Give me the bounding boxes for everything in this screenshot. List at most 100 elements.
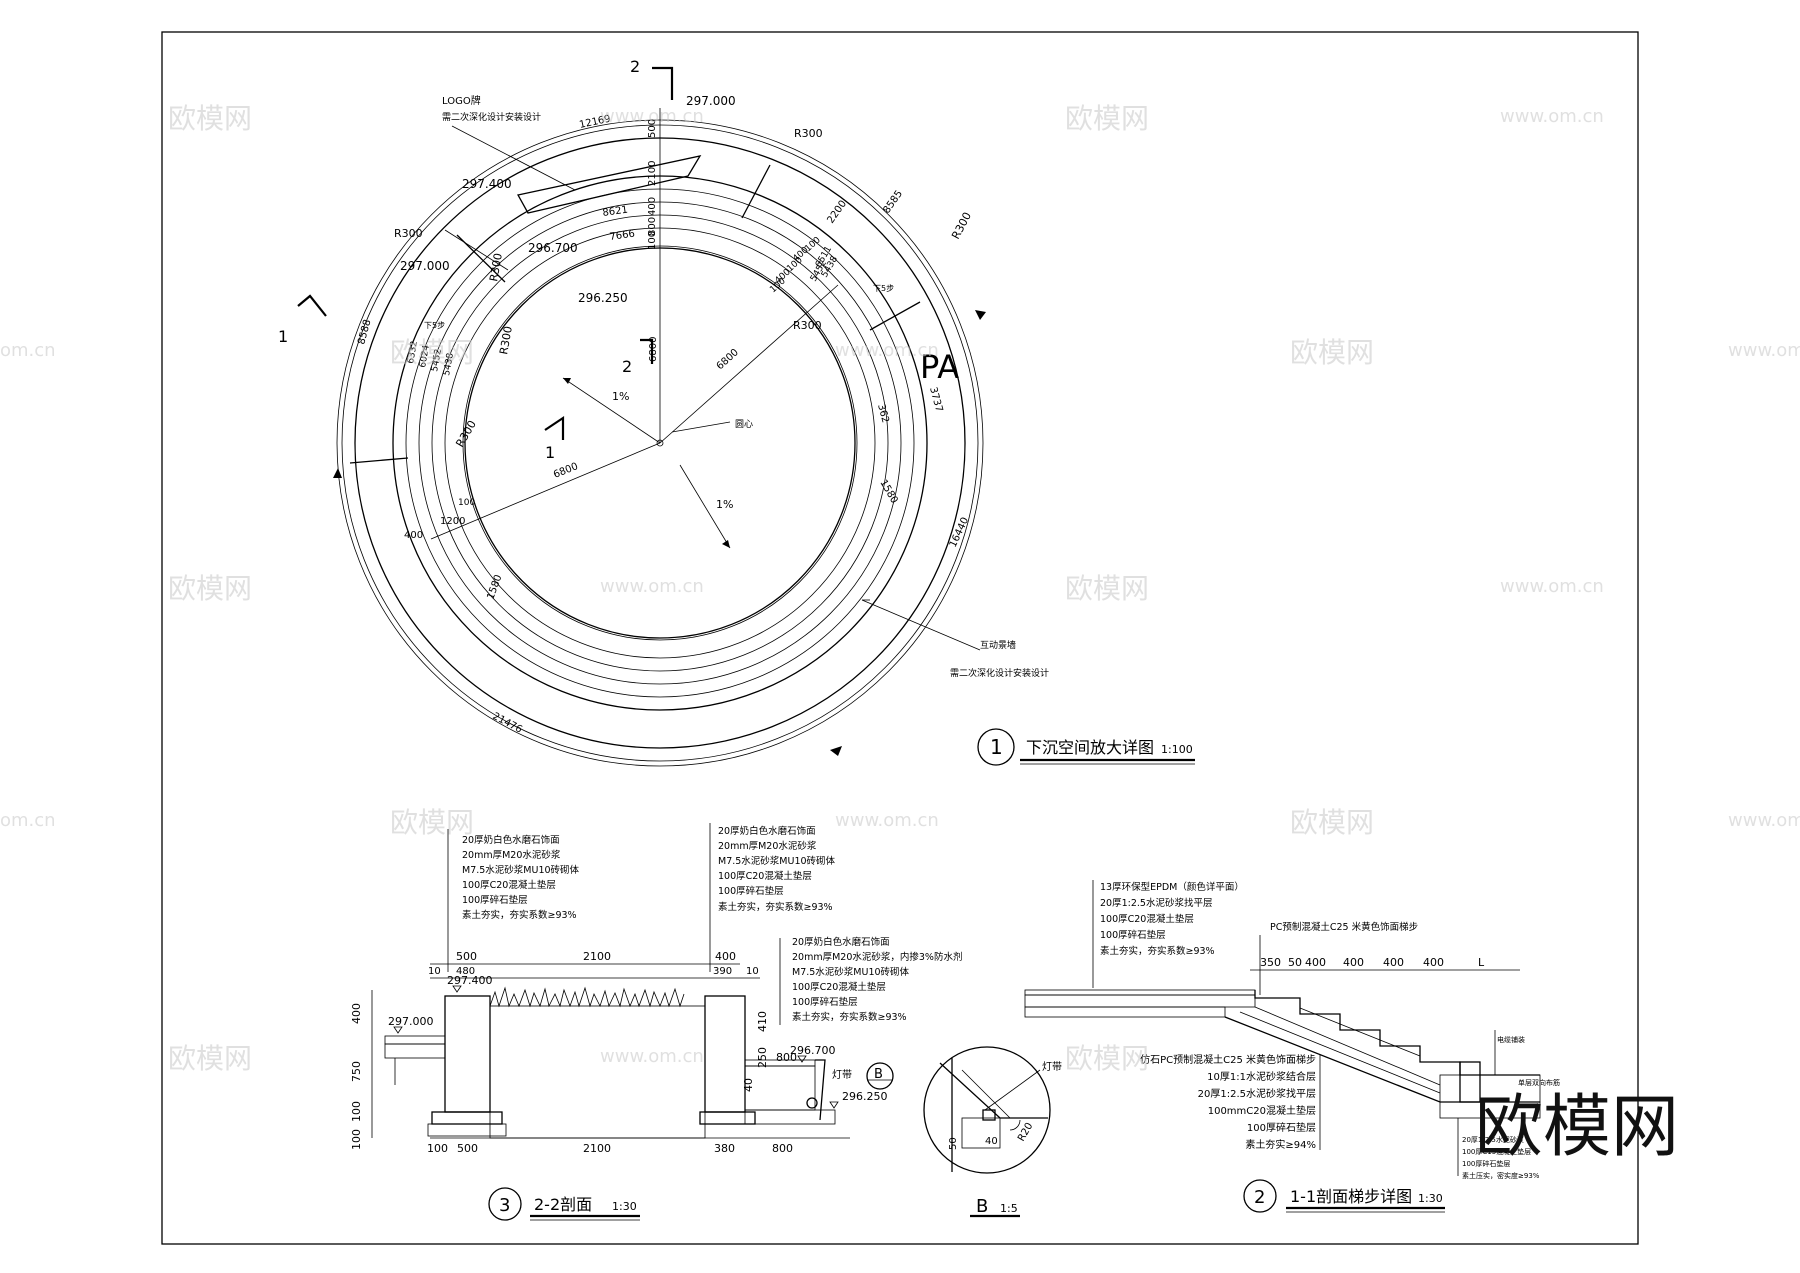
drawing-label: 800 [772,1142,793,1155]
drawing-label: B [874,1067,883,1082]
drawing-label: om.cn [0,340,56,361]
drawing-label: 400 [715,950,736,963]
drawing-label: www.om.cn [835,340,939,361]
detail-b: 灯带 50 40 R20 B 1:5 [923,1046,1062,1218]
drawing-label: 10厚1:1水泥砂浆结合层 [1207,1070,1316,1083]
drawing-label: 7666 [609,229,636,243]
drawing-label: 2100 [647,161,658,186]
drawing-label: 296.700 [790,1044,836,1057]
plan-section-mark-left: 1 [278,327,288,346]
drawing-label: 100 [647,231,658,250]
drawing-label: 20厚奶白色水磨石饰面 [792,936,890,948]
drawing-label: 素土夯实，夯实系数≥93% [462,909,577,921]
drawing-label: 20厚1:2.5水泥砂浆 [1462,1135,1524,1144]
drawing-label: 296.250 [842,1090,888,1103]
detail-b-title: B [976,1196,988,1217]
drawing-label: 100 [803,235,823,254]
drawing-label: 仿石PC预制混凝土C25 米黄色饰面梯步 [1140,1053,1316,1066]
slope-b: 1% [716,498,733,511]
drawing-label: 欧模网 [168,1042,252,1075]
drawing-label: 电缆铺装 [1497,1035,1525,1044]
plan-view: PA 2 1 2 1 297.000 297.400 297.000 296.7… [278,57,1195,767]
drawing-label: 3737 [927,386,944,413]
drawing-label: 8621 [602,205,629,219]
watermark-urls: www.om.cn www.om.cn om.cn www.om.cn www.… [0,106,1800,1067]
section22-title: 2-2剖面 [534,1195,592,1214]
drawing-label: 400 [1343,956,1364,969]
drawing-label: 100 [427,1142,448,1155]
drawing-label: 3 [499,1195,510,1216]
section22-scale: 1:30 [612,1200,637,1213]
section22-right-wall [704,995,746,1113]
plan-title: 下沉空间放大详图 [1026,738,1154,757]
drawing-label: 100厚碎石垫层 [718,885,784,897]
drawing-label: www.om.cn [600,1046,704,1067]
drawing-label: 6800 [552,461,580,481]
drawing-label: 素土夯实，夯实系数≥93% [1100,945,1215,957]
drawing-label: 10 [746,966,759,977]
drawing-label: 素土夯实≥94% [1245,1138,1316,1151]
plan-section-mark-top: 2 [630,57,640,76]
drawing-label: 100厚碎石垫层 [792,996,858,1008]
stair-left: 下5步 [424,321,445,330]
drawing-label: 欧模网 [390,806,474,839]
drawing-label: 10 [428,966,441,977]
logo-plaque [517,155,702,214]
drawing-label: 500 [457,1142,478,1155]
plan-elev-top: 297.000 [686,94,736,108]
plan-title-bubble [977,728,1015,766]
drawing-label: 800 [776,1051,797,1064]
drawing-label: www.om.cn [835,810,939,831]
drawing-label: www.om.cn [600,106,704,127]
drawing-label: 欧模网 [1065,572,1149,605]
drawing-label: www.om.cn [1500,576,1604,597]
drawing-label: 欧模网 [1065,102,1149,135]
drawing-label: 500 [456,950,477,963]
drawing-label: 100厚C20混凝土垫层 [792,981,886,993]
drawing-label: R300 [794,127,823,140]
drawing-label: 欧模网 [168,102,252,135]
drawing-label: www.om.cn [1728,340,1800,361]
section22-planter [489,1005,706,1139]
stair-right: 下5步 [873,284,894,293]
section11-title: 1-1剖面梯步详图 [1290,1187,1412,1206]
drawing-label: 100厚C20混凝土垫层 [462,879,556,891]
wall-label: 互动景墙 [980,639,1016,651]
drawing-label: 20厚奶白色水磨石饰面 [718,825,816,837]
drawing-label: 40 [742,1078,755,1092]
drawing-label: 13厚环保型EPDM（颜色详平面） [1100,881,1244,893]
plan-section-mark-mid2: 2 [622,357,632,376]
drawing-label: 1 [990,735,1003,759]
drawing-label: 400 [1383,956,1404,969]
drawing-label: 2100 [583,950,611,963]
drawing-label: 50 [1288,956,1302,969]
drawing-label: 500 [647,119,658,138]
detail-b-scale: 1:5 [1000,1202,1018,1215]
drawing-label: 灯带 [1042,1061,1062,1073]
drawing-label: 素土夯实，夯实系数≥93% [718,901,833,913]
drawing-label: R300 [949,210,974,241]
drawing-label: 6800 [715,347,741,372]
drawing-label: 350 [1260,956,1281,969]
drawing-label: 100 [350,1101,363,1122]
drawing-label: 20mm厚M20水泥砂浆 [462,849,561,861]
drawing-label: 欧模网 [1065,1042,1149,1075]
detail-ref-bubble [866,1062,894,1090]
drawing-label: 欧模网 [168,572,252,605]
drawing-label: www.om.cn [600,576,704,597]
drawing-label: 6800 [648,337,659,362]
drawing-label: 100厚碎石垫层 [1462,1159,1510,1168]
drawing-label: 400 [647,197,658,216]
logo-note: 需二次深化设计安装设计 [442,111,541,123]
drawing-label: 100厚C20混凝土垫层 [1100,913,1194,925]
drawing-label: 5438 [442,352,456,377]
drawing-label: 2 [1254,1187,1265,1208]
drawing-label: R300 [453,418,479,449]
drawing-label: 2200 [825,199,849,226]
drawing-label: 400 [404,530,423,541]
drawing-label: 20厚奶白色水磨石饰面 [462,834,560,846]
drawing-label: 297.400 [447,974,493,987]
drawing-label: 100厚碎石垫层 [1100,929,1166,941]
drawing-label: 20厚1:2.5水泥砂浆找平层 [1100,897,1212,909]
drawing-label: 100厚C15混凝土垫层 [1462,1147,1531,1156]
